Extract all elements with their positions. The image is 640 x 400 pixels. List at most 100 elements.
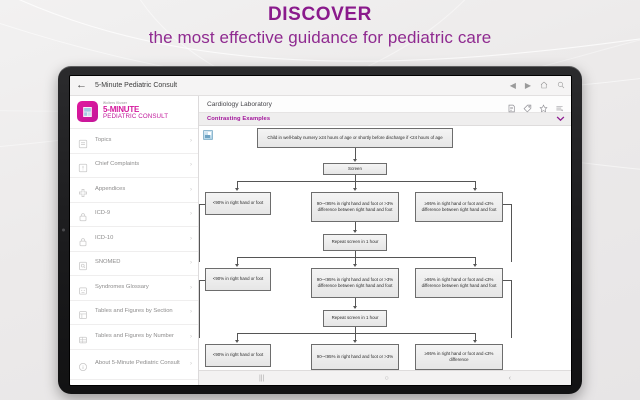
flow-connector <box>199 280 200 338</box>
chevron-down-icon[interactable] <box>556 115 565 124</box>
flow-arrow <box>353 159 357 162</box>
sidebar-item-icd-9[interactable]: ICD-9 › <box>70 203 198 227</box>
flow-arrow <box>353 188 357 191</box>
chevron-right-icon: › <box>190 235 192 242</box>
sidebar-item-tables-figures-number[interactable]: Tables and Figures by Number › <box>70 325 198 350</box>
flow-connector <box>237 257 475 258</box>
plus-cross-icon <box>78 185 88 197</box>
home-icon[interactable] <box>540 81 548 91</box>
flow-arrow <box>473 340 477 343</box>
promo-subtitle: the most effective guidance for pediatri… <box>148 28 492 47</box>
section-bar[interactable]: Contrasting Examples <box>199 113 571 126</box>
flow-connector <box>355 222 356 232</box>
flow-start-box: Child in well-baby nursery ≥24 hours of … <box>257 128 453 148</box>
app-title: 5-Minute Pediatric Consult <box>95 82 178 89</box>
flow-connector <box>355 257 356 265</box>
flow-connector <box>237 181 238 189</box>
tablet-screen: ← 5-Minute Pediatric Consult ◀ ▶ <box>69 75 572 386</box>
lock-icon <box>78 209 88 222</box>
document-header: Cardiology Laboratory <box>199 96 571 113</box>
flow-branch-box: <90% in right hand or foot <box>205 192 271 215</box>
sidebar-item-topics[interactable]: Topics › <box>70 129 198 154</box>
flow-branch-box: 90–<95% in right hand and foot or >3% di… <box>311 268 399 298</box>
flow-connector <box>475 333 476 341</box>
figure-thumbnail-icon[interactable] <box>203 130 213 140</box>
note-icon[interactable] <box>507 100 516 112</box>
flow-connector <box>503 280 511 281</box>
chevron-right-icon: › <box>190 361 192 367</box>
flow-branch-box: 90–<95% in right hand and foot or >3% di… <box>311 192 399 222</box>
back-button[interactable]: ‹ <box>508 374 511 382</box>
flow-connector <box>199 280 205 281</box>
tag-icon[interactable] <box>523 100 532 112</box>
sidebar-item-label: About 5-Minute Pediatric Consult <box>95 360 180 367</box>
document-tools <box>507 100 564 112</box>
flow-connector <box>503 204 511 205</box>
logo-text: Wolters Kluwer 5-MINUTE PEDIATRIC CONSUL… <box>103 101 169 121</box>
recents-button[interactable]: ||| <box>258 374 265 382</box>
grid-icon <box>78 332 88 343</box>
search-icon[interactable] <box>557 81 565 91</box>
document-body[interactable]: Child in well-baby nursery ≥24 hours of … <box>199 126 571 370</box>
sidebar-item-label: Topics <box>95 136 112 143</box>
sidebar-item-syndromes-glossary[interactable]: Syndromes Glossary › <box>70 276 198 301</box>
outline-icon[interactable] <box>555 100 564 111</box>
chevron-right-icon: › <box>190 333 192 340</box>
flow-connector <box>475 181 476 189</box>
sidebar-item-appendices[interactable]: Appendices › <box>70 178 198 203</box>
sidebar-item-tables-figures-section[interactable]: Tables and Figures by Section › <box>70 301 198 325</box>
lock-icon <box>78 234 88 246</box>
sidebar-item-label: Appendices <box>95 185 126 192</box>
app-body: Wolters Kluwer 5-MINUTE PEDIATRIC CONSUL… <box>70 96 571 385</box>
chevron-right-icon: › <box>190 162 192 169</box>
nav-back-icon[interactable]: ◀ <box>509 80 516 90</box>
nav-forward-icon[interactable]: ▶ <box>524 80 531 90</box>
flow-arrow <box>353 340 357 343</box>
book-logo-icon <box>77 101 98 122</box>
app-top-bar: ← 5-Minute Pediatric Consult ◀ ▶ <box>70 76 571 96</box>
flow-branch-box: 90–<95% in right hand and foot or >3% <box>311 344 399 370</box>
sidebar-item-chief-complaints[interactable]: Chief Complaints › <box>70 154 198 178</box>
flow-branch-box: <90% in right hand or foot <box>205 268 271 291</box>
flow-connector <box>237 181 475 182</box>
chevron-right-icon: › <box>190 186 192 193</box>
back-arrow-icon[interactable]: ← <box>76 79 87 91</box>
tablet-device: ← 5-Minute Pediatric Consult ◀ ▶ <box>58 66 582 394</box>
chevron-right-icon: › <box>190 137 192 144</box>
flow-arrow <box>235 188 239 191</box>
promo-title: DISCOVER <box>267 4 373 25</box>
android-nav-bar: ||| ○ ‹ <box>199 370 571 385</box>
flow-connector <box>355 298 356 308</box>
flow-connector <box>237 257 238 265</box>
flow-connector <box>237 333 475 334</box>
table-icon <box>78 307 88 320</box>
flow-decision-box: Repeat screen in 1 hour <box>323 234 387 251</box>
info-icon <box>78 359 88 372</box>
flow-branch-box: ≥95% in right hand or foot and ≤3% diffe… <box>415 268 503 298</box>
logo-publisher: Wolters Kluwer <box>103 101 128 106</box>
flow-branch-box: ≥95% in right hand or foot and ≤3% diffe… <box>415 344 503 370</box>
promo-headline: DISCOVER the most effective guidance for… <box>0 4 640 50</box>
chevron-right-icon: › <box>190 211 192 218</box>
sidebar-menu: Topics › Chief Complaints › <box>70 129 198 385</box>
sidebar-item-snomed[interactable]: SNOMED › <box>70 252 198 276</box>
app-logo[interactable]: Wolters Kluwer 5-MINUTE PEDIATRIC CONSUL… <box>70 96 198 129</box>
flow-arrow <box>473 264 477 267</box>
flow-arrow <box>353 306 357 309</box>
flow-arrow <box>353 264 357 267</box>
logo-subtitle: PEDIATRIC CONSULT <box>103 113 169 121</box>
star-icon[interactable] <box>539 100 548 112</box>
flow-connector <box>511 204 512 262</box>
sidebar: Wolters Kluwer 5-MINUTE PEDIATRIC CONSUL… <box>70 96 199 385</box>
flow-branch-box: ≥95% in right hand or foot and ≤3% diffe… <box>415 192 503 222</box>
flow-arrow <box>353 230 357 233</box>
appbar-icon-group: ◀ ▶ <box>510 81 565 91</box>
sidebar-item-about[interactable]: About 5-Minute Pediatric Consult › <box>70 350 198 380</box>
flow-connector <box>355 327 356 333</box>
flow-branch-box: <90% in right hand or foot <box>205 344 271 367</box>
sidebar-item-icd-10[interactable]: ICD-10 › <box>70 227 198 252</box>
flow-connector <box>199 204 200 262</box>
home-button[interactable]: ○ <box>384 374 389 382</box>
sidebar-item-label: ICD-10 <box>95 234 114 241</box>
flow-connector <box>511 280 512 338</box>
